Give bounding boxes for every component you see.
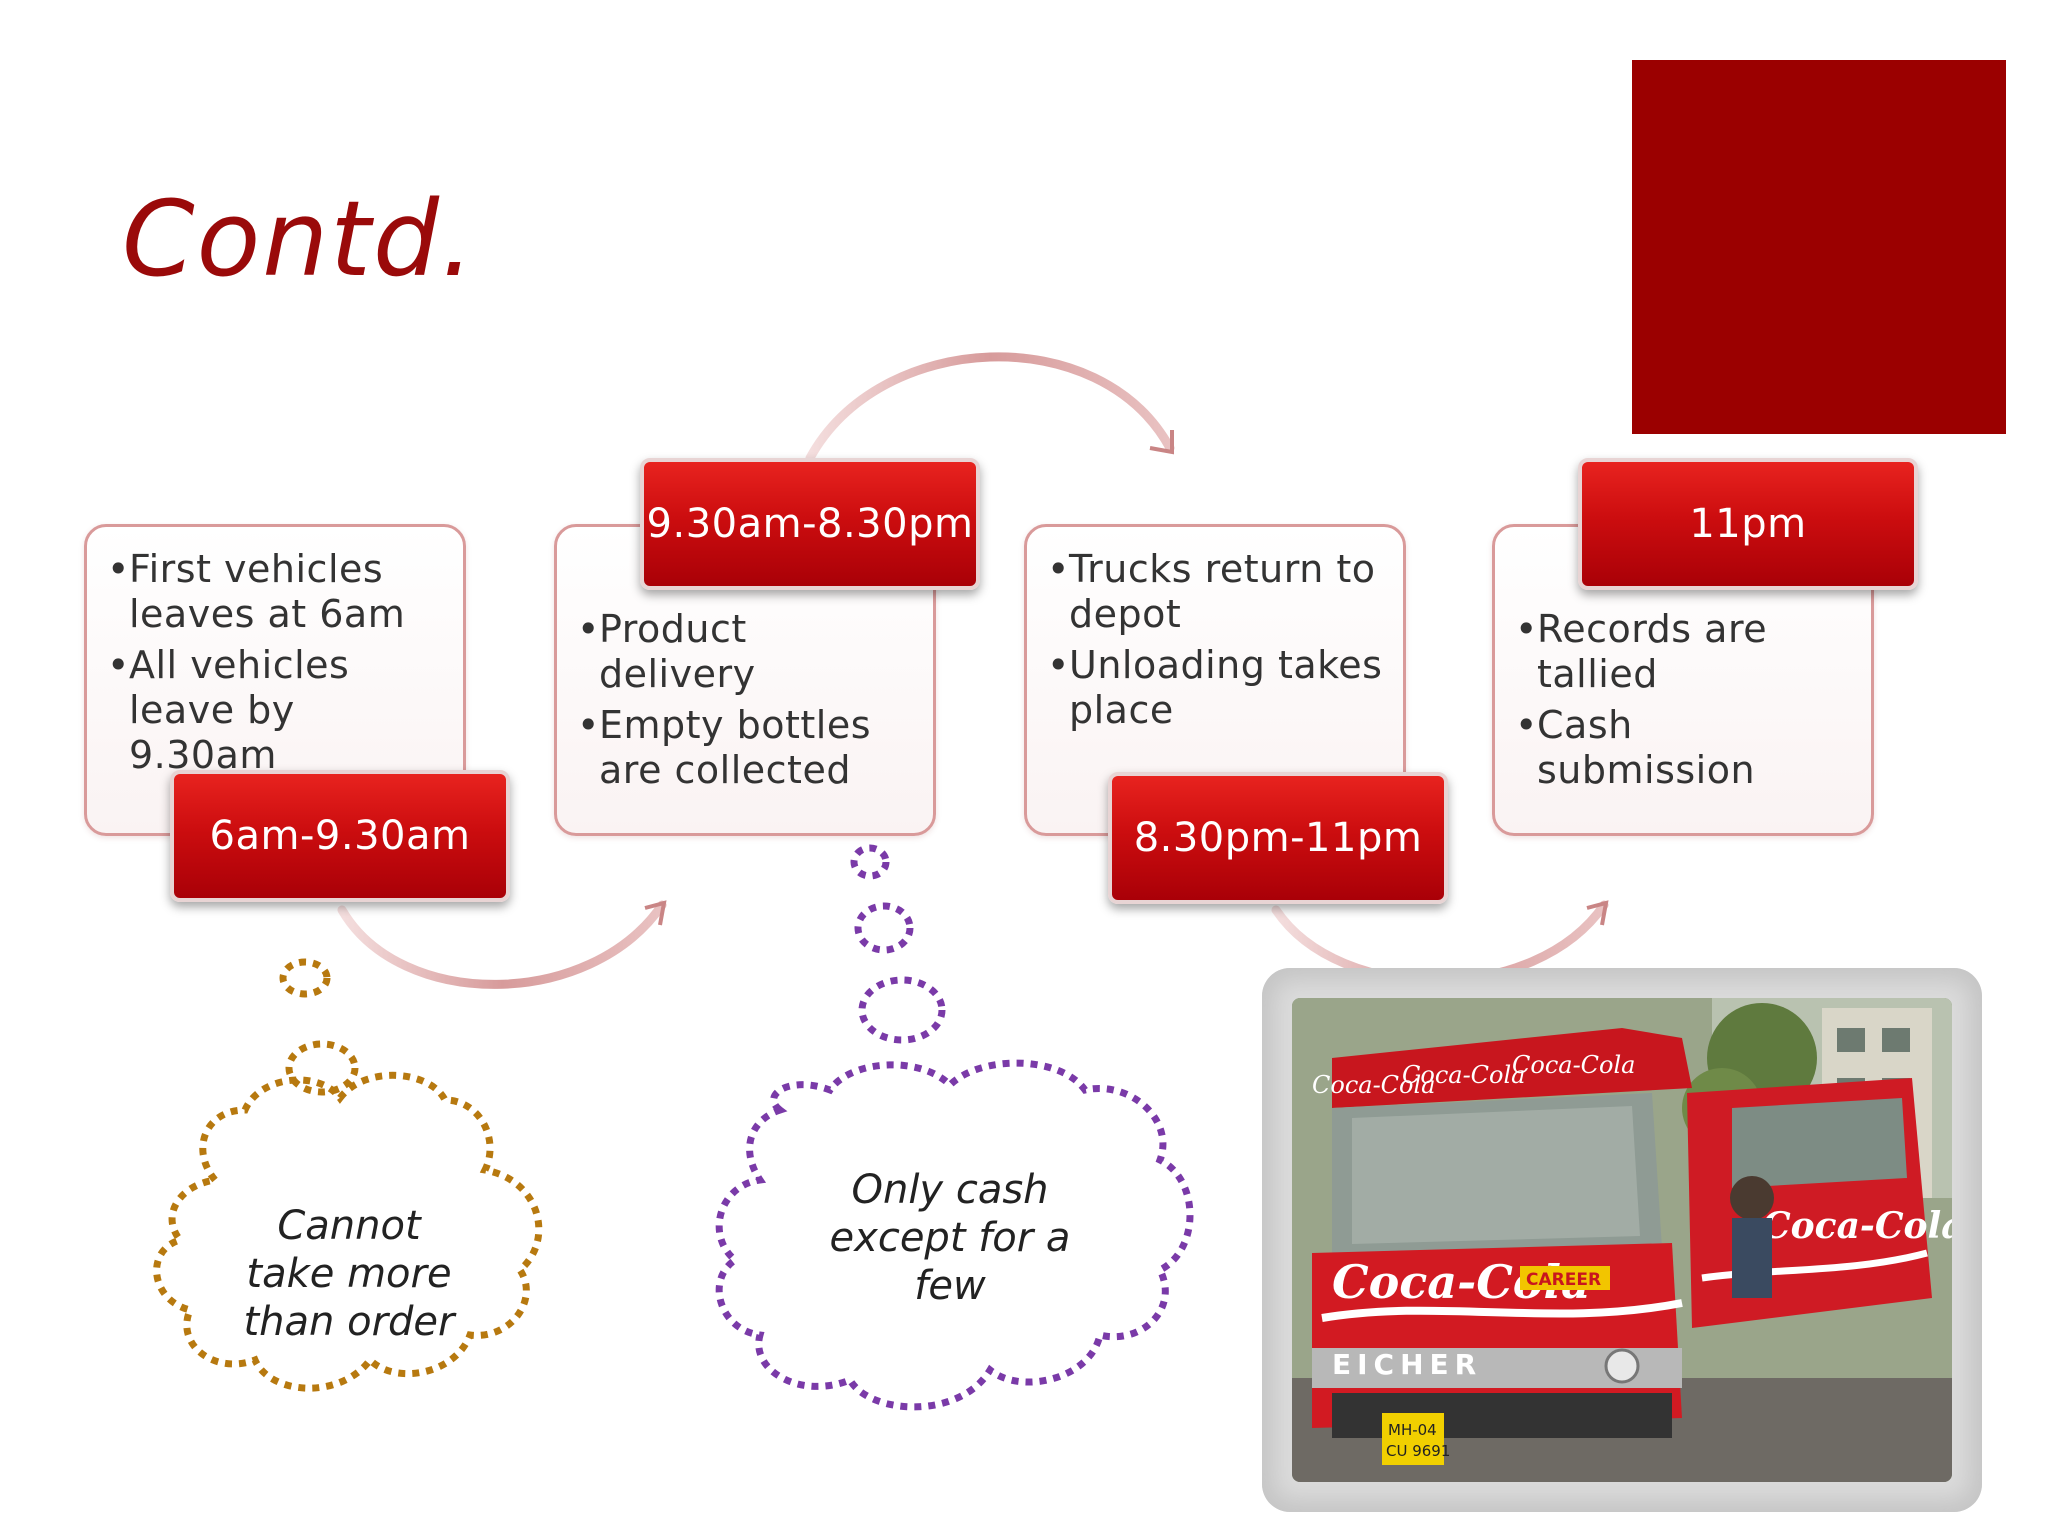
photo-frame: Coca-Cola Coca-Cola Coca-Cola Coca-Cola …: [1262, 968, 1982, 1512]
thought-cloud-orange: [153, 958, 543, 1392]
truck-plate-line-1: MH-04: [1388, 1421, 1437, 1439]
thought-bubble-medium: [854, 902, 914, 954]
slide-title: Contd.: [122, 178, 477, 300]
thought-bubble-large: [858, 976, 946, 1044]
thought-cloud-body: [153, 1071, 543, 1392]
thought-orange-line-3: than order: [243, 1299, 455, 1345]
thought-bubble-medium: [285, 1040, 359, 1096]
step-card-3: Trucks return to depot Unloading takes p…: [1024, 524, 1406, 836]
truck-logo-3: Coca-Cola: [1512, 1051, 1635, 1079]
step-4-time-label: 11pm: [1578, 458, 1918, 590]
arrow-1-to-2: [337, 900, 667, 989]
truck-illustration: Coca-Cola Coca-Cola Coca-Cola Coca-Cola …: [1292, 998, 1952, 1482]
step-4-bullet-2: Cash submission: [1513, 703, 1853, 793]
thought-purple-line-3: few: [914, 1263, 986, 1309]
decorative-red-square: [1632, 60, 2006, 434]
truck-maker-name: EICHER: [1332, 1348, 1482, 1381]
step-3-bullet-2: Unloading takes place: [1045, 643, 1385, 733]
thought-purple-line-1: Only cash: [851, 1167, 1049, 1213]
step-1-bullet-2: All vehicles leave by 9.30am: [105, 643, 445, 778]
truck-career-plate: CAREER: [1526, 1270, 1601, 1290]
truck-plate-line-2: CU 9691: [1386, 1442, 1450, 1460]
thought-text-purple: Only cash except for a few: [800, 1166, 1100, 1310]
arrowhead-1: [644, 900, 667, 926]
step-2-bullet-1: Product delivery: [575, 607, 915, 697]
thought-cloud-purple: [715, 844, 1194, 1411]
arrowhead-3: [1586, 900, 1609, 926]
arrow-2-to-3: [805, 352, 1175, 463]
thought-bubble-small: [279, 958, 331, 998]
truck-logo-2: Coca-Cola: [1402, 1061, 1525, 1089]
thought-orange-line-2: take more: [246, 1251, 452, 1297]
thought-bubble-small: [850, 844, 890, 880]
thought-orange-line-1: Cannot: [277, 1203, 421, 1249]
arrowhead-2: [1149, 430, 1174, 455]
truck-logo-1: Coca-Cola: [1312, 1071, 1435, 1099]
step-3-bullet-1: Trucks return to depot: [1045, 547, 1385, 637]
step-1-bullet-1: First vehicles leaves at 6am: [105, 547, 445, 637]
step-4-bullet-1: Records are tallied: [1513, 607, 1853, 697]
truck-photo: Coca-Cola Coca-Cola Coca-Cola Coca-Cola …: [1292, 998, 1952, 1482]
step-2-time-label: 9.30am-8.30pm: [640, 458, 980, 590]
step-1-time-label: 6am-9.30am: [170, 770, 510, 902]
truck-logo-5: Coca-Cola: [1762, 1205, 1952, 1247]
step-3-time-label: 8.30pm-11pm: [1108, 772, 1448, 904]
step-2-bullet-2: Empty bottles are collected: [575, 703, 915, 793]
thought-text-orange: Cannot take more than order: [218, 1202, 480, 1346]
thought-purple-line-2: except for a: [829, 1215, 1071, 1261]
